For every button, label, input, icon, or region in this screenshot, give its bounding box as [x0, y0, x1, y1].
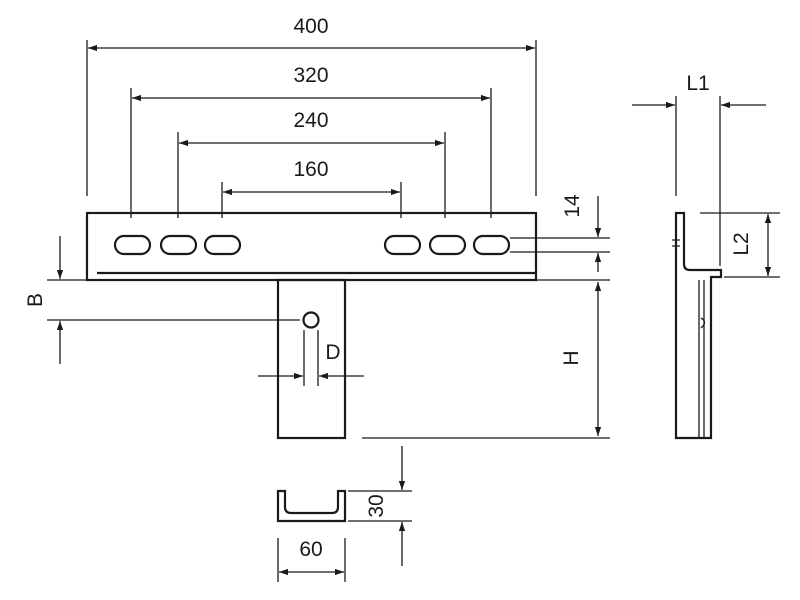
dim-label-d: D — [325, 341, 340, 364]
slot-group — [113, 234, 511, 256]
slot-height-dimension: 14 — [510, 194, 610, 281]
slot — [203, 234, 242, 256]
dim-label-320: 320 — [293, 64, 328, 87]
dim-label-30: 30 — [365, 494, 388, 517]
slot — [472, 234, 511, 256]
dim-label-160: 160 — [293, 158, 328, 181]
side-profile — [674, 211, 723, 440]
slot — [428, 234, 467, 256]
channel-profile — [276, 489, 347, 523]
dim-label-h: H — [560, 350, 583, 365]
side-view: L1 L2 — [632, 72, 780, 440]
h-dimension: H — [362, 282, 610, 439]
b-dimension: B — [24, 236, 300, 364]
dim-label-60: 60 — [299, 538, 322, 561]
slot — [383, 234, 422, 256]
dim-label-b: B — [24, 293, 47, 307]
bracket-bar — [85, 211, 538, 282]
mounting-hole — [302, 311, 320, 329]
d-dimension: D — [258, 330, 364, 386]
horizontal-dimensions: 400 320 240 160 — [86, 15, 537, 218]
vertical-post — [276, 278, 347, 440]
dim-label-l1: L1 — [686, 72, 709, 95]
slot — [159, 234, 198, 256]
channel-section: 30 60 — [276, 446, 412, 582]
dim-label-400: 400 — [293, 15, 328, 38]
slot — [113, 234, 152, 256]
dim-label-l2: L2 — [730, 232, 753, 255]
front-view — [85, 211, 538, 440]
dim-label-14: 14 — [561, 194, 584, 218]
dim-label-240: 240 — [293, 109, 328, 132]
